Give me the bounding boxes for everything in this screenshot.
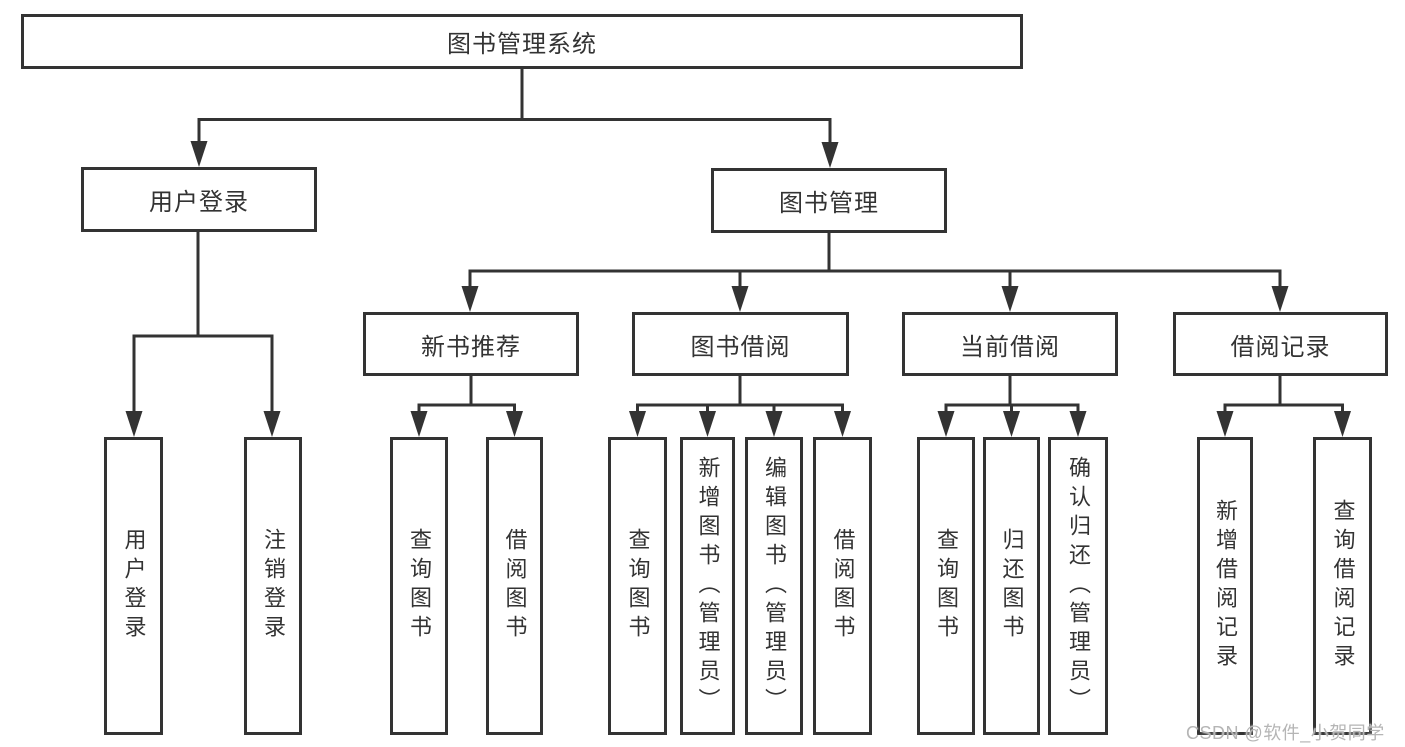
leaf-return-book: 归还图书 (983, 437, 1040, 735)
leaf-label: 确认归还（管理员） (1066, 455, 1091, 717)
leaf-label: 用户登录 (121, 528, 147, 644)
leaf-label: 编辑图书（管理员） (762, 455, 787, 717)
node-current-borrow: 当前借阅 (902, 312, 1118, 376)
node-new-book-recommend: 新书推荐 (363, 312, 579, 376)
leaf-confirm-return-admin: 确认归还（管理员） (1048, 437, 1108, 735)
leaf-logout: 注销登录 (244, 437, 302, 735)
leaf-label: 新增借阅记录 (1213, 499, 1238, 673)
node-book-management: 图书管理 (711, 168, 947, 233)
leaf-query-book-3: 查询图书 (917, 437, 975, 735)
leaf-edit-book-admin: 编辑图书（管理员） (745, 437, 803, 735)
leaf-borrow-book-2: 借阅图书 (813, 437, 872, 735)
leaf-add-borrow-record: 新增借阅记录 (1197, 437, 1253, 735)
node-borrow-record: 借阅记录 (1173, 312, 1388, 376)
leaf-query-borrow-record: 查询借阅记录 (1313, 437, 1372, 735)
node-book-borrow: 图书借阅 (632, 312, 849, 376)
leaf-user-login: 用户登录 (104, 437, 163, 735)
leaf-query-book-2: 查询图书 (608, 437, 667, 735)
leaf-label: 查询图书 (407, 528, 432, 644)
root-node-library-system: 图书管理系统 (21, 14, 1023, 69)
leaf-label: 查询图书 (934, 528, 959, 644)
leaf-add-book-admin: 新增图书（管理员） (680, 437, 735, 735)
leaf-label: 新增图书（管理员） (695, 455, 721, 717)
leaf-borrow-book-1: 借阅图书 (486, 437, 543, 735)
leaf-label: 注销登录 (261, 528, 286, 644)
leaf-label: 借阅图书 (830, 528, 856, 644)
leaf-label: 归还图书 (999, 528, 1025, 644)
watermark: CSDN @软件_小贺同学 (1186, 723, 1385, 743)
leaf-label: 查询图书 (625, 528, 651, 644)
leaf-query-book-1: 查询图书 (390, 437, 448, 735)
leaf-label: 借阅图书 (502, 528, 528, 644)
leaf-label: 查询借阅记录 (1330, 499, 1356, 673)
node-user-login: 用户登录 (81, 167, 317, 232)
